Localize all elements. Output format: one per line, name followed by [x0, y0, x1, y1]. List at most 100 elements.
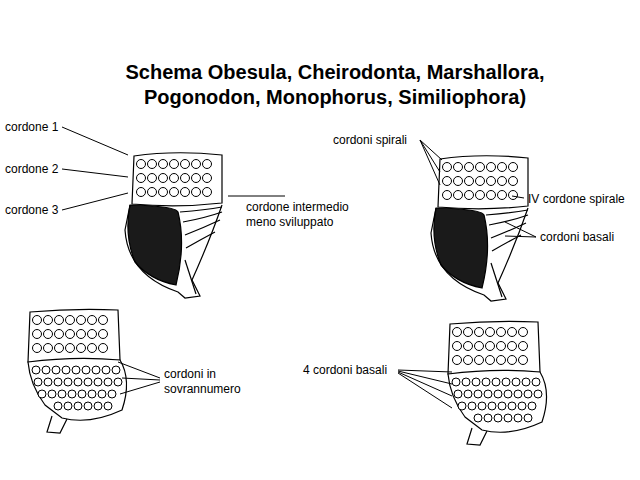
bead	[114, 378, 122, 386]
bead	[472, 378, 480, 386]
shell-figure	[28, 309, 127, 433]
bead	[64, 402, 72, 410]
bead	[88, 344, 97, 353]
bead	[84, 378, 92, 386]
callout-label: 4 cordoni basali	[303, 363, 387, 378]
bead	[494, 414, 502, 422]
bead	[55, 330, 64, 339]
bead	[42, 366, 50, 374]
bead	[484, 390, 492, 398]
bead	[498, 163, 507, 172]
bead	[486, 342, 495, 351]
bead	[192, 160, 201, 169]
bead	[112, 366, 120, 374]
bead	[33, 344, 42, 353]
bead	[66, 344, 75, 353]
bead	[475, 356, 484, 365]
bead	[181, 188, 190, 197]
bead	[508, 356, 517, 365]
bead	[492, 378, 500, 386]
bead	[148, 188, 157, 197]
bead	[502, 378, 510, 386]
bead	[497, 328, 506, 337]
bead	[102, 366, 110, 374]
bead	[465, 163, 474, 172]
bead	[468, 402, 476, 410]
bead	[33, 330, 42, 339]
bead	[44, 330, 53, 339]
bead	[170, 174, 179, 183]
bead	[58, 390, 66, 398]
bead	[99, 316, 108, 325]
bead	[64, 378, 72, 386]
bead	[77, 344, 86, 353]
bead	[66, 316, 75, 325]
bead	[453, 328, 462, 337]
bead	[509, 163, 518, 172]
shell-figure	[125, 153, 222, 298]
bead	[458, 402, 466, 410]
bead	[170, 160, 179, 169]
diagram-title: Schema Obesula, Cheirodonta, Marshallora…	[105, 60, 565, 110]
bead	[475, 342, 484, 351]
bead	[524, 390, 532, 398]
bead	[476, 177, 485, 186]
bead	[72, 366, 80, 374]
callout-label: cordone 3	[5, 203, 58, 218]
bead	[464, 390, 472, 398]
bead	[94, 402, 102, 410]
bead	[486, 356, 495, 365]
bead	[170, 188, 179, 197]
bead	[509, 191, 518, 200]
bead	[82, 366, 90, 374]
bead	[443, 163, 452, 172]
bead	[181, 174, 190, 183]
bead	[454, 191, 463, 200]
bead	[137, 160, 146, 169]
bead	[514, 414, 522, 422]
bead	[534, 390, 542, 398]
bead	[159, 174, 168, 183]
bead	[92, 366, 100, 374]
shell-figure	[431, 156, 528, 301]
bead	[454, 163, 463, 172]
bead	[497, 342, 506, 351]
bead	[478, 402, 486, 410]
bead	[482, 378, 490, 386]
bead	[519, 342, 528, 351]
bead	[88, 390, 96, 398]
bead	[66, 330, 75, 339]
callout-label: cordoni basali	[540, 230, 614, 245]
bead	[98, 390, 106, 398]
bead	[522, 378, 530, 386]
bead	[532, 378, 540, 386]
bead	[508, 328, 517, 337]
callout-label: cordone 1	[5, 120, 58, 135]
bead	[68, 390, 76, 398]
bead	[84, 402, 92, 410]
bead	[508, 342, 517, 351]
bead	[108, 390, 116, 398]
bead	[94, 378, 102, 386]
bead	[494, 390, 502, 398]
callout-label: cordone intermedio meno sviluppato	[246, 200, 371, 230]
bead	[203, 174, 212, 183]
bead	[443, 177, 452, 186]
bead	[462, 378, 470, 386]
bead	[454, 177, 463, 186]
bead	[181, 160, 190, 169]
bead	[464, 328, 473, 337]
bead	[203, 188, 212, 197]
bead	[88, 316, 97, 325]
bead	[33, 316, 42, 325]
bead	[498, 191, 507, 200]
bead	[476, 191, 485, 200]
bead	[148, 174, 157, 183]
bead	[487, 191, 496, 200]
bead	[528, 402, 536, 410]
bead	[99, 330, 108, 339]
bead	[192, 188, 201, 197]
bead	[518, 402, 526, 410]
bead	[55, 344, 64, 353]
